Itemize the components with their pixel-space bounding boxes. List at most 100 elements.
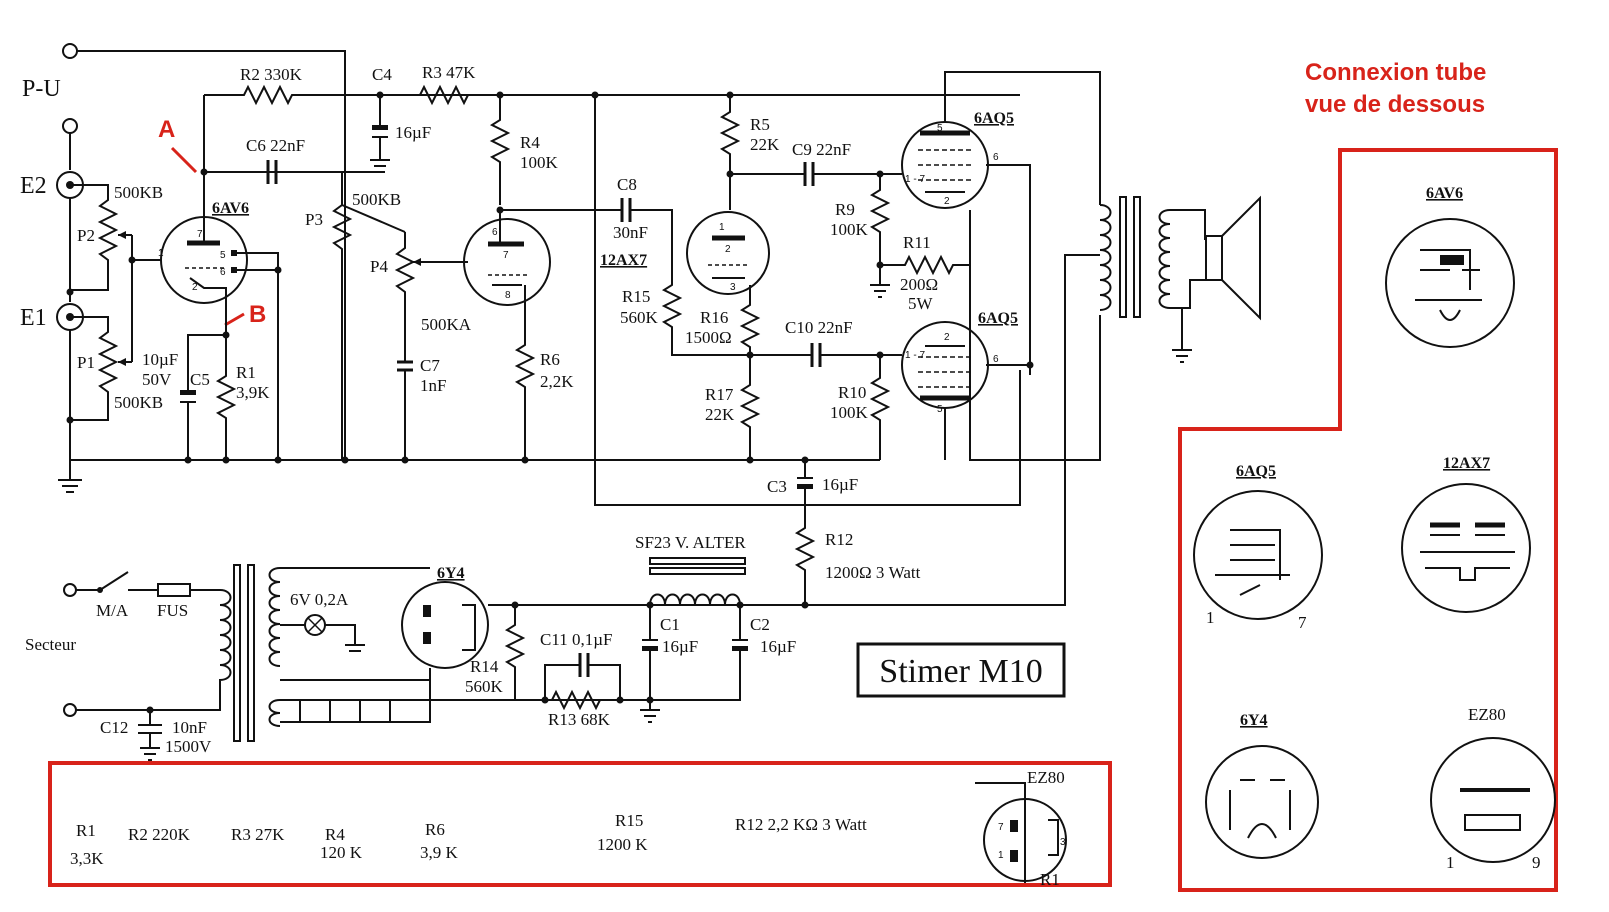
r10-val: 100K [830,403,869,422]
c5-val2: 50V [142,370,172,389]
base-ez80-icon [1430,737,1556,863]
decoupling-c3-r12: C3 16µF R12 1200Ω 3 Watt [767,456,921,609]
output-transformer [795,195,1261,606]
stage-6aq5: 6AQ5 5 1 - 7 2 6 6AQ5 2 1 - 7 5 6 [880,71,1101,461]
connexion-panel: Connexion tube vue de dessous 6AV6 6AQ5 … [1178,59,1558,892]
variant-r6: R6 [425,820,445,839]
tube-6aq5-top-label: 6AQ5 [974,110,1014,127]
r15-label: R15 [622,287,650,306]
svg-text:7: 7 [197,229,203,240]
r14-label: R14 [470,657,499,676]
p1-label: P1 [77,353,95,372]
r12-label: R12 [825,530,853,549]
fuse-icon [157,583,191,597]
c12-val1: 10nF [172,718,207,737]
r9-val: 100K [830,220,869,239]
svg-text:1 - 7: 1 - 7 [905,174,925,185]
tube-6aq5-bottom-label: 6AQ5 [978,310,1018,327]
pu-label: P-U [22,76,61,102]
base-6aq5-label: 6AQ5 [1236,463,1276,480]
r11-val: 200Ω [900,275,938,294]
e1-label: E1 [20,305,47,331]
tube-6av6-label: 6AV6 [212,200,249,217]
r5-resistor [719,95,741,210]
base-ez80-label: EZ80 [1468,705,1506,724]
tube-12ax7a-symbol [463,218,551,306]
c8-value: 30nF [613,223,648,242]
c1-value: 16µF [662,637,698,656]
base-6av6-label: 6AV6 [1426,185,1463,202]
lamp-icon [304,614,326,636]
svg-text:5: 5 [937,123,943,134]
c2-value: 16µF [760,637,796,656]
c12-label: C12 [100,718,128,737]
mark-a: A [158,116,175,143]
lamp-label: 6V 0,2A [290,590,349,609]
variant-r15: R15 [615,811,643,830]
r1-resistor [215,335,237,460]
r16-val: 1500Ω [685,328,732,347]
base-ez80-pin9: 9 [1532,853,1541,872]
variant-r1-val: 3,3K [70,849,104,868]
base-6aq5-pin1: 1 [1206,608,1215,627]
r4-resistor [489,95,511,205]
c6-label: C6 22nF [246,136,305,155]
svg-text:2: 2 [725,244,731,255]
connexion-title-1: Connexion tube [1305,59,1486,86]
p4-value: 500KA [421,315,472,334]
r12-val: 1200Ω 3 Watt [825,563,921,582]
c3-label: C3 [767,477,787,496]
r3-label: R3 47K [422,63,476,82]
p3-potentiometer [331,172,353,460]
p2-label: P2 [77,226,95,245]
p2-potentiometer [70,184,119,291]
svg-text:6: 6 [993,354,999,365]
p1-potentiometer [70,316,119,421]
svg-text:5: 5 [937,404,943,415]
c2-label: C2 [750,615,770,634]
stage-p3-p4: P3 500KB C4 16µF R3 47K P4 500KA C7 1nF [305,63,476,464]
c1-label: C1 [660,615,680,634]
tube-12ax7-label: 12AX7 [600,252,647,269]
variants-panel: R1 3,3K R2 220K R3 27K R4 120 K R6 3,9 K… [48,761,1112,889]
variant-r6-val: 3,9 K [420,843,459,862]
variant-r4: R4 [325,825,345,844]
c4-value: 16µF [395,123,431,142]
svg-text:6: 6 [993,152,999,163]
svg-text:1: 1 [158,248,164,259]
tube-6y4-symbol [401,581,489,669]
r11-label: R11 [903,233,931,252]
p3-label: P3 [305,210,323,229]
connexion-title-2: vue de dessous [1305,91,1485,118]
p2-value: 500KB [114,183,163,202]
base-6y4-label: 6Y4 [1240,712,1268,729]
variant-ez80-label: EZ80 [1027,768,1065,787]
r10-resistor [869,355,891,460]
variant-r1-cut: R1 [1040,870,1060,889]
base-6y4-icon [1205,745,1319,859]
r14-val: 560K [465,677,504,696]
stage-12ax7-a: R4 100K 6 7 8 R6 2,2K C8 30nF 12AX7 [463,91,1020,464]
title-box: Stimer M10 [856,642,1066,698]
variant-r1: R1 [76,821,96,840]
connexion-frame [1178,148,1558,892]
svg-text:6: 6 [220,267,226,278]
r16-r17-resistors [739,285,761,460]
variant-r12: R12 2,2 KΩ 3 Watt [735,815,867,834]
r6-label: R6 [540,350,560,369]
svg-text:2: 2 [192,282,198,293]
r17-val: 22K [705,405,735,424]
svg-text:5: 5 [220,250,226,261]
svg-text:2: 2 [944,332,950,343]
variant-r2: R2 220K [128,825,191,844]
r9-label: R9 [835,200,855,219]
base-6av6-icon [1385,218,1515,348]
r12-resistor [794,489,816,605]
schematic-title: Stimer M10 [879,653,1042,690]
svg-text:3: 3 [730,282,736,293]
variants-frame [48,761,1112,887]
switch-label: M/A [96,601,129,620]
c4-label: C4 [372,65,392,84]
svg-text:1: 1 [719,222,725,233]
variant-r4-val: 120 K [320,843,363,862]
